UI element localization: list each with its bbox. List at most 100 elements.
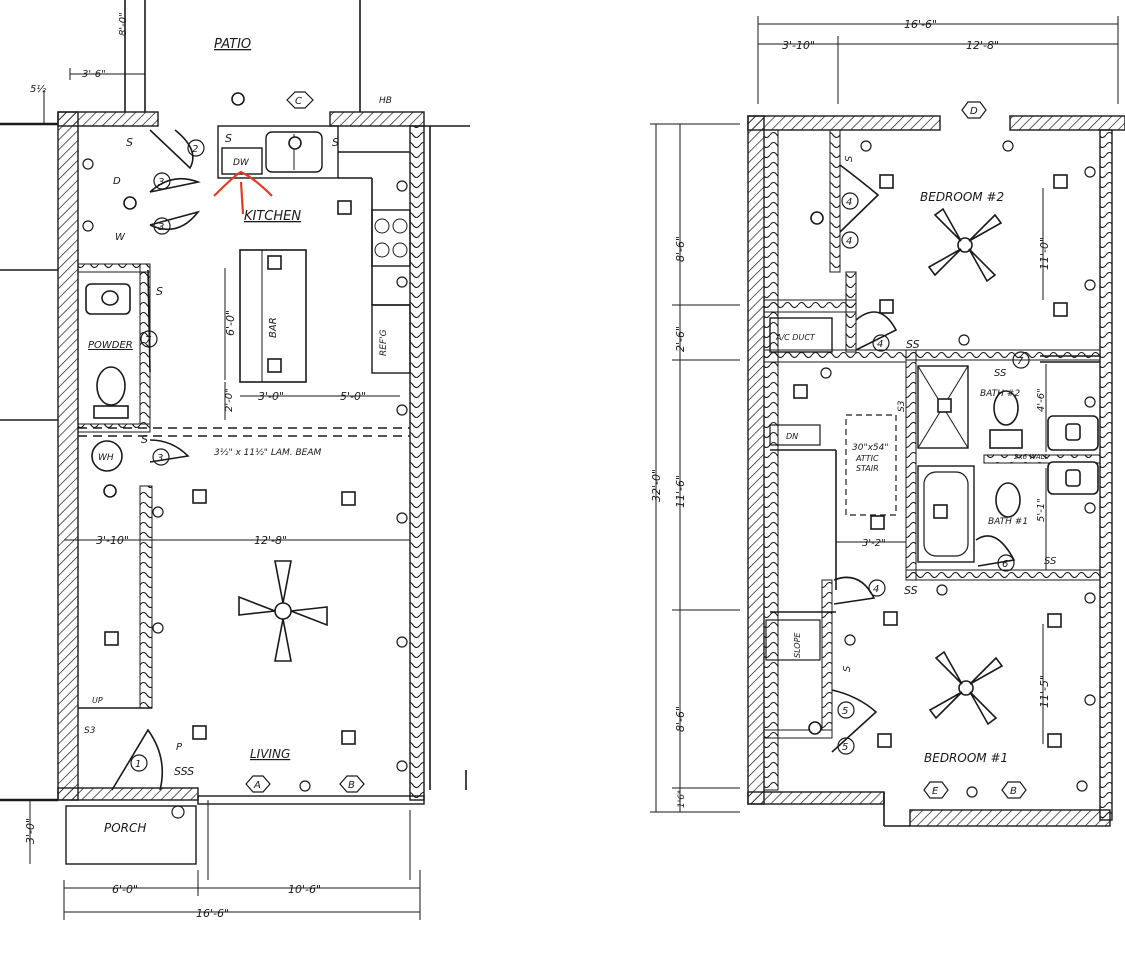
switch-s-1: S: [126, 136, 133, 149]
water-heater-label: WH: [98, 453, 114, 463]
dim-bottom-6-0: 6'-0": [112, 883, 138, 896]
switch-ss-bed1: SS: [904, 584, 918, 597]
switch-s-bed2: S: [844, 155, 855, 162]
tag2-b: B: [1010, 786, 1017, 797]
second-floor-light-fixtures: [793, 174, 1068, 748]
dim2-stair-3-2: 3'-2": [862, 538, 886, 549]
second-floor-bottom-wall-right: [909, 809, 1111, 827]
dryer-label: D: [113, 176, 121, 187]
porch: [65, 805, 197, 865]
bath2-label: BATH #2: [980, 389, 1020, 399]
dim-bar-2-0: 2'-0": [224, 388, 235, 412]
switch-s3-hall: S3: [897, 400, 907, 412]
second-floor-right-wall: [1099, 129, 1113, 821]
door-num-1: 1: [135, 759, 141, 770]
tag-c: C: [295, 96, 302, 107]
switch-s-4: S: [156, 285, 163, 298]
door-num-2: 2: [192, 144, 198, 155]
dim2-bed1-11-5: 11'-5": [1038, 675, 1051, 708]
dim2-side-8-6b: 8'-6": [674, 706, 687, 732]
dim2-12-8: 12'-8": [966, 39, 999, 52]
sink-faucet: [288, 136, 302, 150]
switch-s-2: S: [225, 132, 232, 145]
dim2-side-8-6a: 8'-6": [674, 236, 687, 262]
bedroom2-ceiling-fan: [927, 207, 1003, 283]
water-heater: [91, 440, 123, 472]
switch-s-bed1: S: [842, 665, 853, 672]
switch-s3-label: S3: [84, 726, 96, 736]
first-floor-plan: PATIO KITCHEN POWDER LIVING PORCH BAR RE…: [0, 0, 470, 920]
slope-closet: [765, 619, 821, 661]
laundry-wall: [77, 263, 151, 273]
dim2-bath-4-6: 4'-6": [1036, 388, 1047, 412]
stair-wall: [139, 485, 153, 709]
kitchen-label: KITCHEN: [244, 209, 301, 224]
second-floor-top-wall-right: [1009, 115, 1125, 131]
beam-label: 3½" x 11½" LAM. BEAM: [214, 448, 321, 458]
door2-num-4c: 4: [877, 339, 883, 350]
second-floor-top-wall-left: [747, 115, 941, 131]
door-num-3c: 3: [157, 453, 163, 464]
door2-num-4d: 4: [873, 584, 879, 595]
bar-label: BAR: [268, 317, 279, 338]
dim2-side-1-6: 1'6": [677, 790, 687, 808]
dim-bar-6-0: 6'-0": [224, 310, 237, 336]
stair-down-label: DN: [786, 432, 798, 441]
shower-bath2: [917, 365, 969, 449]
first-floor-light-fixtures: [103, 92, 356, 745]
stair-up-label: UP: [92, 696, 103, 705]
dim-bottom-10-6: 10'-6": [288, 883, 321, 896]
dim2-side-11-6: 11'-6": [674, 475, 687, 508]
attic-stair: [845, 414, 897, 516]
tag2-e: E: [932, 786, 939, 797]
dim-bar-5-0: 5'-0": [340, 390, 366, 403]
switch-s-3: S: [332, 136, 339, 149]
dim-3-6: 3'-6": [82, 69, 106, 80]
dim2-side-2-6: 2'-6": [674, 326, 687, 352]
door2-num-5a: 5: [842, 706, 848, 717]
dim-5-half: 5½: [30, 83, 46, 95]
attic-size-label: 30"x54": [852, 443, 889, 453]
door-num-3a: 3: [158, 177, 164, 188]
bathtub-bath1: [917, 465, 975, 563]
first-floor-top-wall-right: [329, 111, 425, 127]
dim-porch-3-0: 3'-0": [24, 818, 37, 844]
dim-living-12-8: 12'-8": [254, 534, 287, 547]
attic-stair-label: STAIR: [856, 464, 879, 473]
refrigerator: [371, 304, 411, 374]
refrigerator-label: REF'G: [379, 329, 389, 356]
cooktop: [371, 209, 411, 267]
hose-bib-label: HB: [379, 96, 392, 106]
door2-num-6: 6: [1002, 559, 1008, 570]
washer-label: W: [115, 232, 126, 243]
first-floor-bottom-wall: [57, 787, 199, 801]
powder-toilet: [96, 366, 126, 406]
first-floor-dimension-lines: [29, 68, 421, 920]
switch-s-5: S: [141, 433, 148, 446]
living-label: LIVING: [250, 747, 290, 761]
dim-bottom-16-6: 16'-6": [196, 907, 229, 920]
tag-b: B: [348, 780, 355, 791]
bedroom1-ceiling-fan: [928, 650, 1004, 726]
switch-ss-bath1: SS: [1044, 556, 1057, 567]
dim2-side-32-0: 32'-0": [650, 469, 663, 502]
first-floor-bottom-wall-right: [197, 795, 425, 805]
second-floor-left-wall: [747, 115, 765, 805]
living-ceiling-fan: [238, 560, 328, 662]
dim2-bed2-11-0: 11'-0": [1038, 237, 1051, 270]
door2-num-7: 7: [1017, 356, 1024, 367]
toilet-bath2: [993, 390, 1019, 426]
door2-num-4b: 4: [846, 236, 852, 247]
bedroom2-label: BEDROOM #2: [920, 190, 1004, 204]
second-floor-outlets: [820, 140, 1096, 798]
switch-ss-bath2: SS: [994, 368, 1007, 379]
dim-8-0: 8'-0": [118, 12, 129, 36]
second-floor-plan: BEDROOM #2 BEDROOM #1 BATH #2 BATH #1 A/…: [650, 16, 1125, 827]
dim-living-3-10: 3'-10": [96, 534, 129, 547]
door2-num-4a: 4: [846, 197, 852, 208]
bath1-label: BATH #1: [988, 517, 1028, 527]
slope-label: SLOPE: [793, 632, 802, 658]
switch-ss-hall: SS: [906, 338, 920, 351]
tag2-d: D: [970, 106, 978, 117]
